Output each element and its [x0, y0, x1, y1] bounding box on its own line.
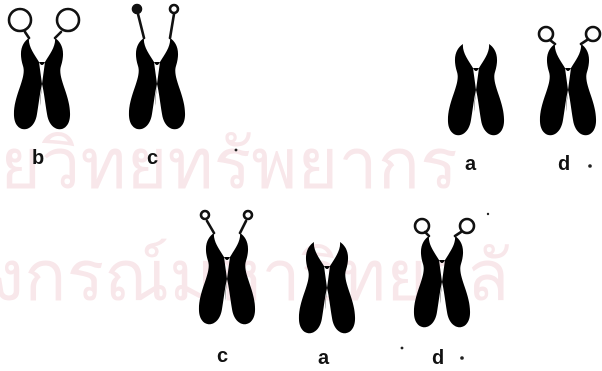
speck	[588, 164, 592, 168]
label-a-top: a	[465, 153, 477, 175]
label-c-bottom: c	[217, 345, 228, 367]
label-a-bottom: a	[318, 347, 330, 369]
label-d-bottom: d	[432, 347, 444, 369]
speck	[401, 347, 404, 350]
label-c-top: c	[147, 147, 158, 169]
speck	[460, 356, 464, 360]
chromosome-a-top	[448, 44, 504, 135]
chromosome-c-top	[129, 5, 185, 129]
chromosome-b-top	[9, 9, 79, 129]
speck	[487, 213, 489, 215]
label-d-top: d	[558, 153, 570, 175]
label-b-top: b	[32, 147, 44, 169]
watermark-line-1: ยวิทยทรัพยากร	[0, 123, 458, 205]
chromosome-d-top	[539, 27, 600, 135]
speck	[235, 149, 238, 152]
